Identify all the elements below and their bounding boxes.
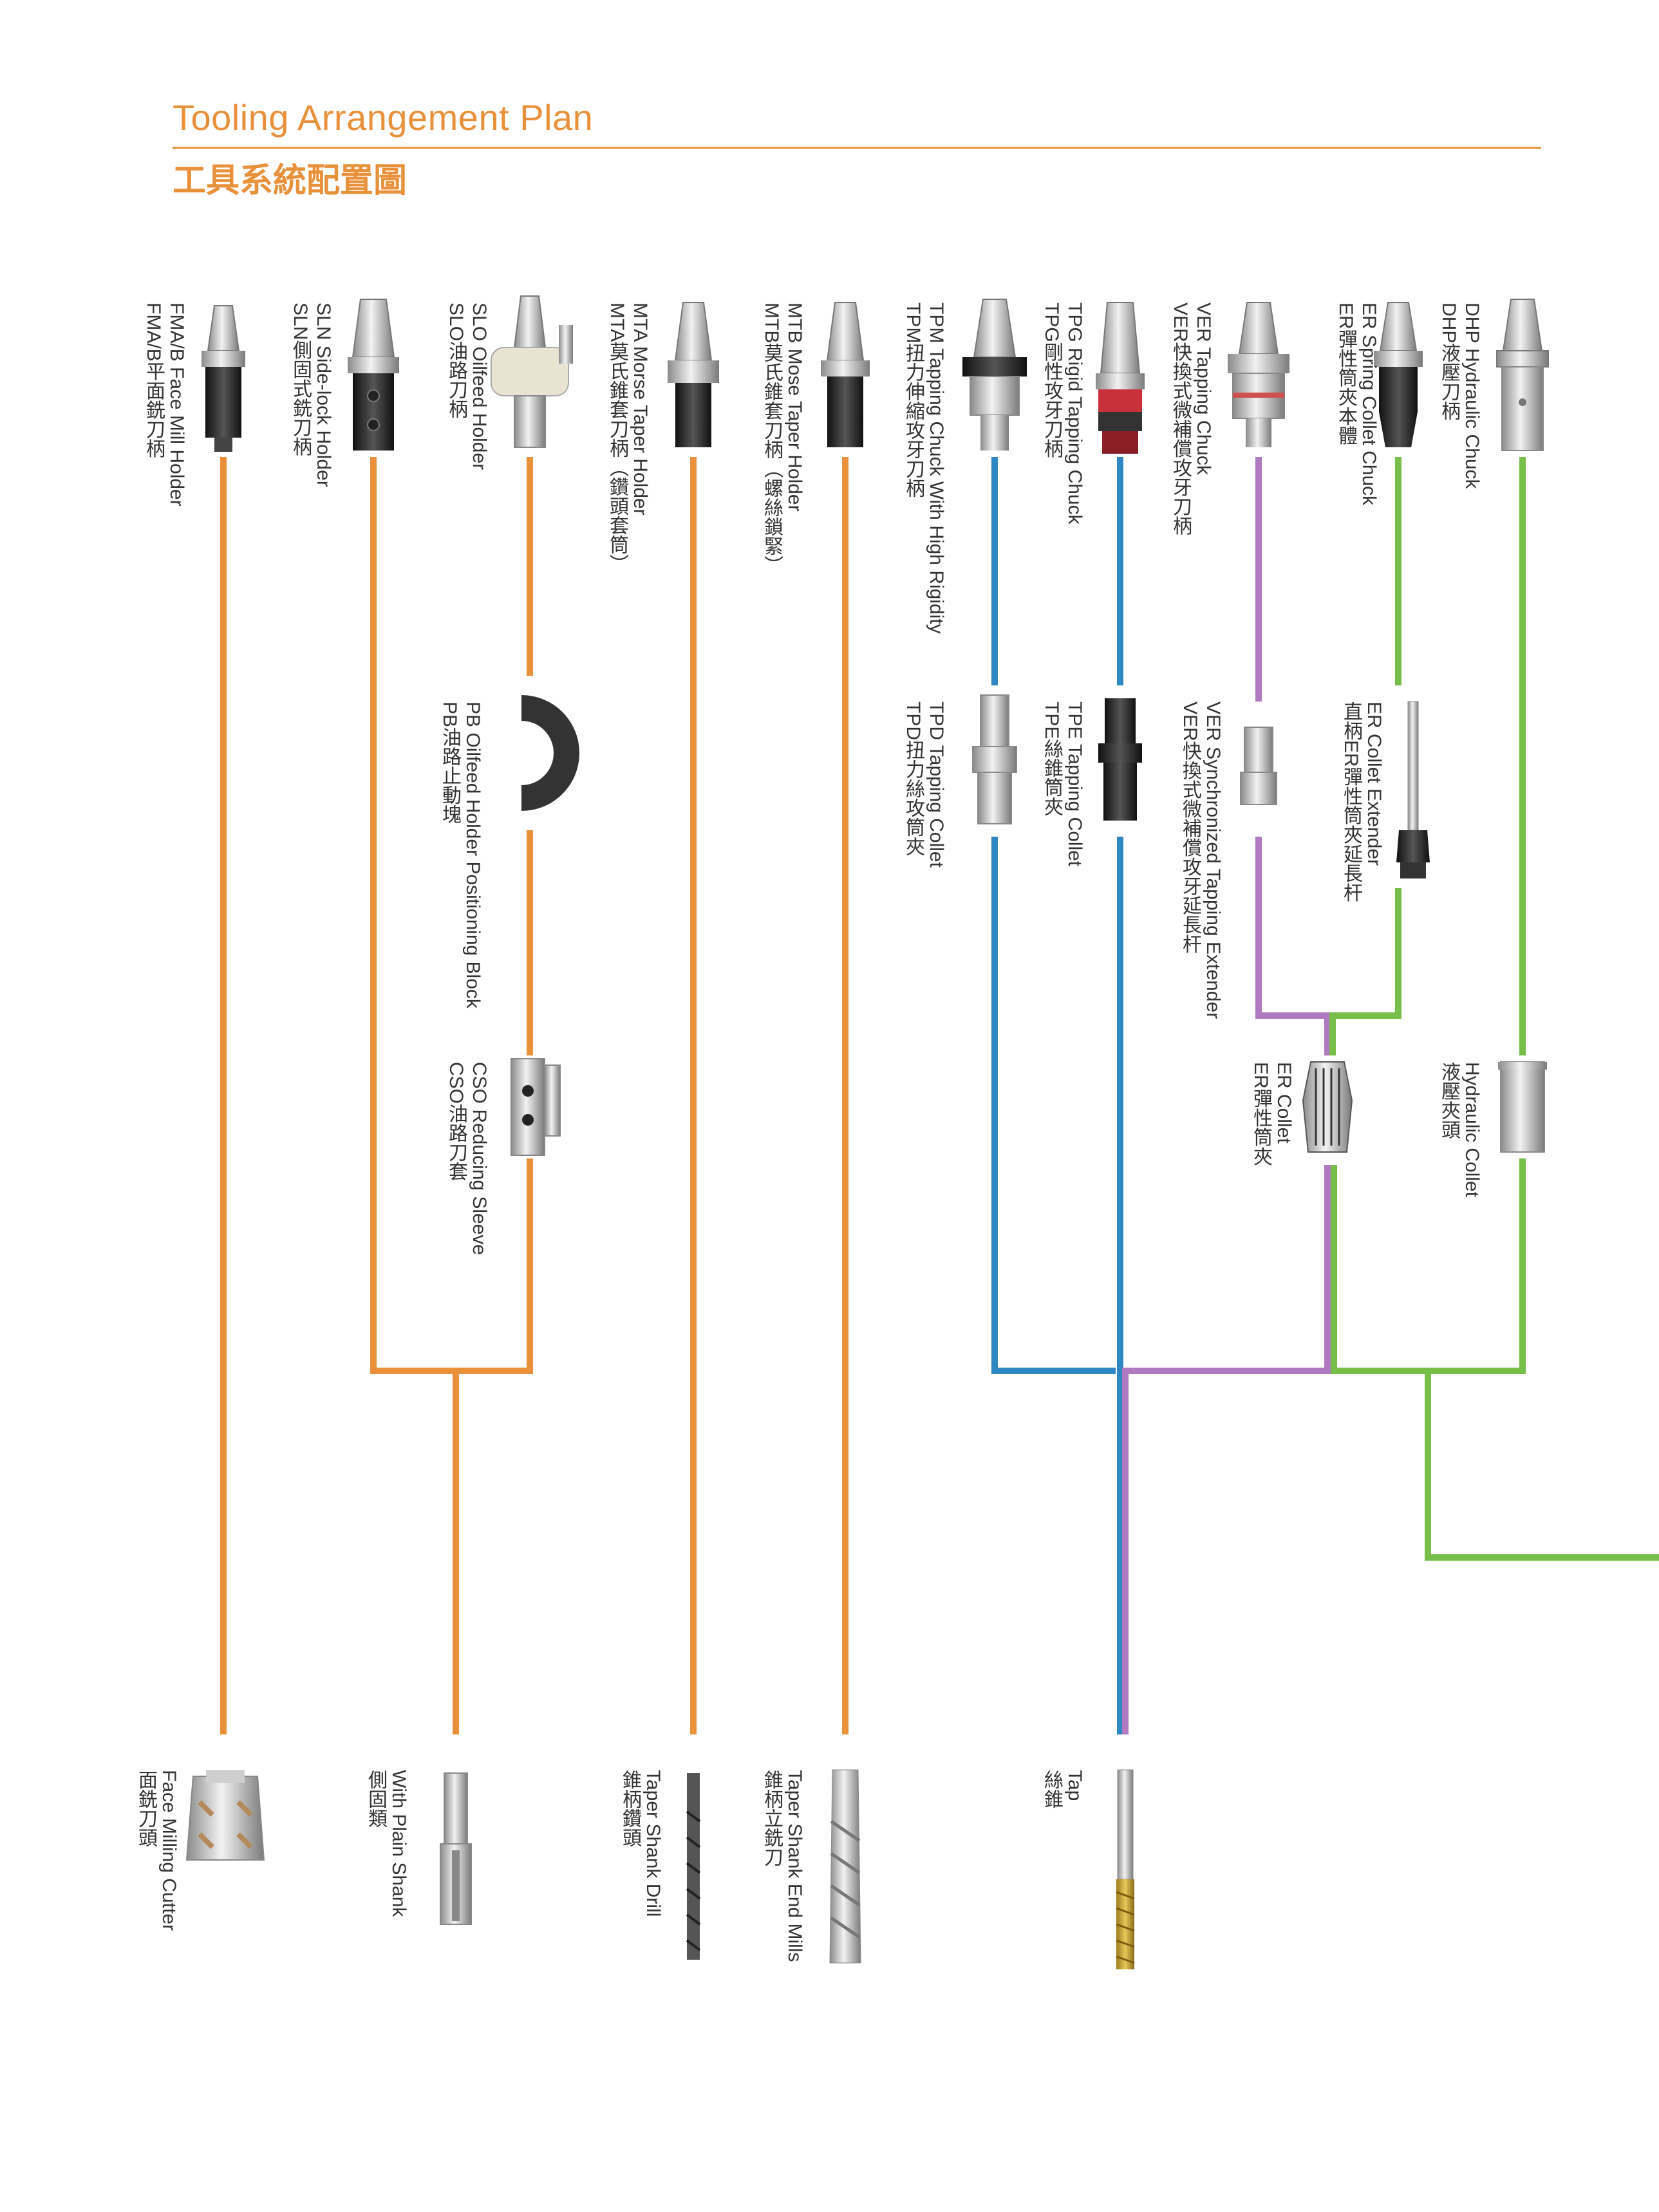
plain-shank-tool-icon: [440, 1772, 472, 1925]
end-mill-tool-icon: [829, 1769, 861, 1964]
line-sln: [370, 457, 456, 1374]
line-ver-ext: [1255, 837, 1331, 1055]
mtb-holder-icon: [821, 302, 870, 447]
tpg-holder-icon: [1096, 302, 1145, 454]
line-er-ext: [1329, 888, 1401, 1055]
line-tpd: [991, 837, 1116, 1374]
orange-lines: [220, 457, 848, 1734]
blue-lines: [991, 457, 1123, 1734]
page-title-en: Tooling Arrangement Plan: [173, 97, 594, 138]
tool-icons: [185, 1769, 1135, 1969]
drill-tool-icon: [686, 1773, 701, 1960]
tap-tool-icon: [1116, 1769, 1135, 1969]
slo-holder-icon: [491, 295, 573, 448]
er-extender-icon: [1396, 701, 1430, 878]
line-er-collet-to-tap: [1122, 1165, 1331, 1734]
sln-holder-icon: [348, 299, 399, 451]
line-er-collet-green: [1331, 1165, 1659, 1561]
middle-icons: [511, 694, 1547, 1156]
ver-extender-icon: [1240, 727, 1277, 805]
tpm-holder-icon: [962, 299, 1027, 451]
mta-holder-icon: [668, 302, 719, 447]
purple-lines: [1122, 457, 1331, 1734]
face-mill-tool-icon: [185, 1770, 265, 1861]
tpe-icon: [1098, 698, 1142, 821]
cso-sleeve-icon: [511, 1058, 561, 1156]
ver-holder-icon: [1228, 302, 1289, 447]
er-holder-icon: [1374, 302, 1423, 447]
dhp-holder-icon: [1496, 299, 1549, 451]
title-rule: [173, 147, 1541, 149]
green-lines: [1329, 457, 1659, 1561]
holder-icons: [202, 295, 1549, 454]
hydraulic-collet-icon: [1498, 1061, 1547, 1153]
er-collet-icon: [1302, 1061, 1353, 1153]
tpd-icon: [972, 694, 1017, 824]
line-cso: [456, 1158, 533, 1374]
page-title-zh: 工具系統配置圖: [173, 162, 408, 200]
fma-holder-icon: [202, 305, 245, 452]
pb-block-icon: [521, 695, 579, 811]
line-hyd: [1334, 1158, 1526, 1374]
